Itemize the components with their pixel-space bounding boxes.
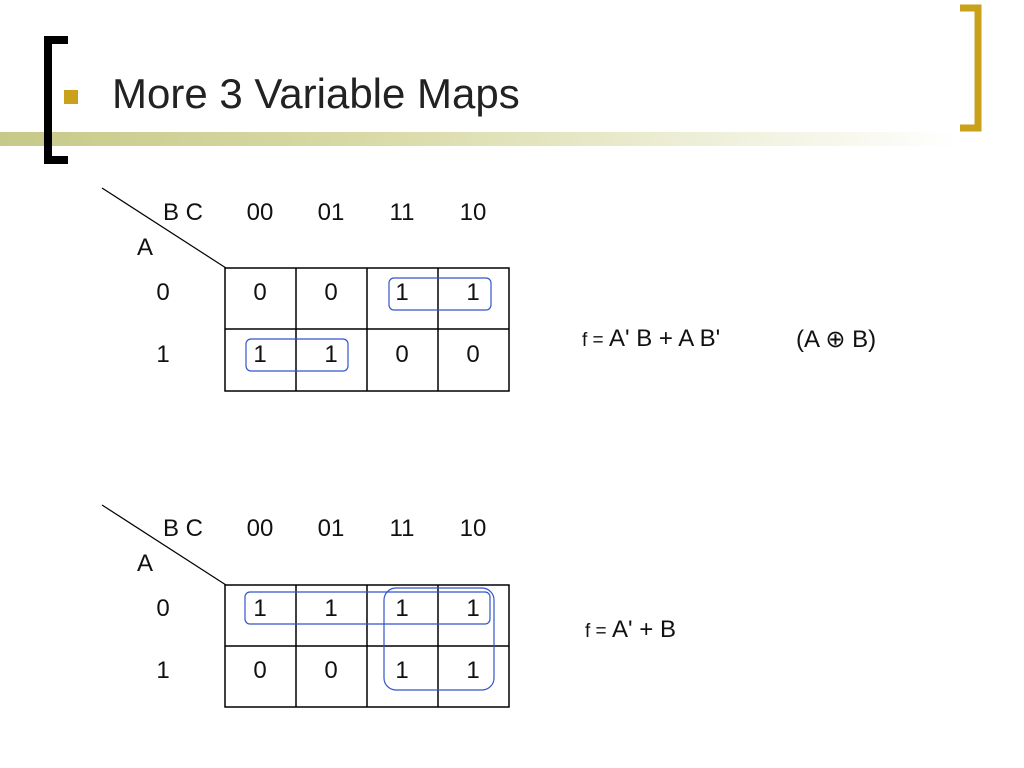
kmap-2-row-header: 0: [156, 595, 170, 622]
kmap-1-col-var: B C: [162, 199, 204, 226]
kmap-2-col-header: 11: [389, 515, 415, 542]
kmap-1-diagonal: [101, 187, 227, 269]
kmap-1-cell: 1: [324, 341, 338, 368]
kmap-2-row-var: A: [136, 550, 154, 577]
kmap-1-col-header: 11: [389, 199, 415, 226]
kmap-1-cell: 0: [395, 341, 409, 368]
slide-title: More 3 Variable Maps: [112, 70, 520, 117]
kmap-2-diagonal: [101, 504, 227, 586]
kmap-2-cell: 1: [395, 595, 409, 622]
kmap-1-cell: 0: [253, 279, 267, 306]
bracket-decorations: [44, 4, 982, 164]
kmap-2-cell: 1: [466, 595, 480, 622]
kmap-1-cell: 1: [466, 279, 480, 306]
equation-lhs: f =: [585, 621, 607, 642]
kmap-2-cell: 1: [253, 595, 267, 622]
kmap-2-cell: 1: [324, 595, 338, 622]
kmap-1-cell: 0: [324, 279, 338, 306]
kmap-1-row-var: A: [136, 234, 154, 261]
kmap-2-cell: 1: [466, 657, 480, 684]
kmap-2-col-var: B C: [162, 515, 204, 542]
left-bracket-icon: [44, 36, 68, 164]
kmap-1-equation-note: (A ⊕ B): [796, 326, 877, 353]
kmap-1-col-header: 10: [459, 199, 487, 226]
kmap-1-cell: 0: [466, 341, 480, 368]
equation-rhs: A' + B: [612, 616, 676, 643]
kmap-1-col-header: 00: [246, 199, 274, 226]
kmap-1-cell: 1: [253, 341, 267, 368]
kmap-1-col-header: 01: [317, 199, 345, 226]
kmap-2-equation: f = A' + B: [585, 616, 676, 644]
kmap-1-group-a-prime-b: [245, 338, 349, 372]
kmap-2-cell: 0: [253, 657, 267, 684]
square-bullet-icon: [64, 90, 78, 104]
kmap-2-col-header: 01: [317, 515, 345, 542]
kmap-2-row-header: 1: [156, 657, 170, 684]
equation-lhs: f =: [582, 330, 604, 351]
kmap-2-cell: 1: [395, 657, 409, 684]
kmap-1-equation: f = A' B + A B': [582, 325, 720, 353]
kmap-2-col-header: 00: [246, 515, 274, 542]
kmap-2-group-a-prime: [244, 591, 491, 625]
kmap-2-group-b: [383, 587, 495, 691]
kmap-1-cell: 1: [395, 279, 409, 306]
kmap-1-group-ab-prime: [388, 277, 492, 311]
equation-rhs: A' B + A B': [609, 325, 721, 352]
kmap-1-row-header: 0: [156, 279, 170, 306]
kmap-1-row-header: 1: [156, 341, 170, 368]
kmap-2-col-header: 10: [459, 515, 487, 542]
right-bracket-icon: [960, 4, 982, 132]
title-underline: [0, 132, 960, 146]
kmap-2-cell: 0: [324, 657, 338, 684]
